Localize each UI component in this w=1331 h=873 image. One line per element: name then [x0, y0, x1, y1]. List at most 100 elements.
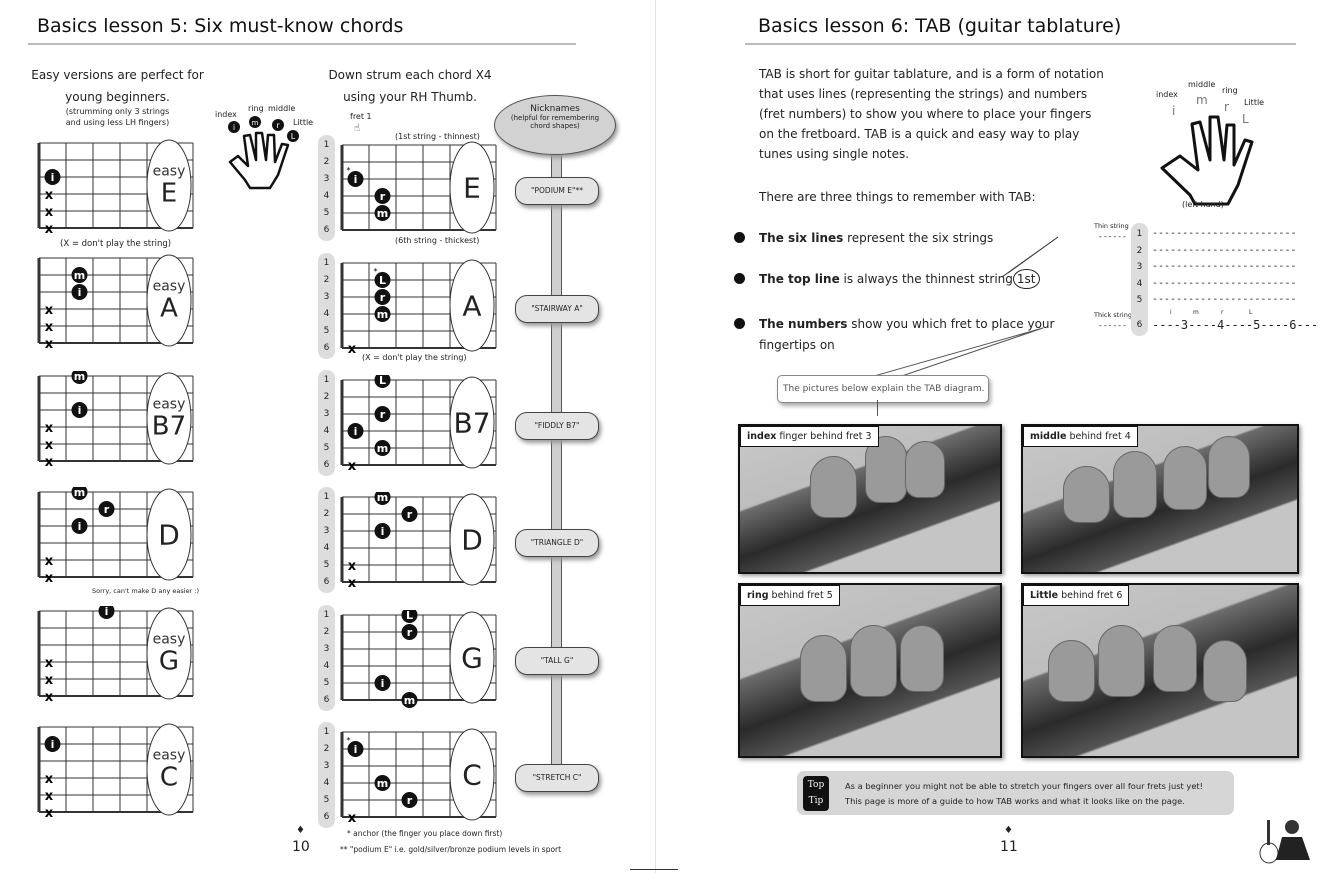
chord-name: E	[161, 179, 177, 209]
caption-bold: index	[747, 431, 777, 442]
string-number: 6	[323, 460, 330, 470]
string-number: 6	[323, 695, 330, 705]
easy-sub-1: (strumming only 3 strings	[65, 107, 170, 116]
tab-lines: ------------------------ ---------------…	[1152, 226, 1318, 333]
x-note: (X = don't play the string)	[60, 239, 172, 249]
svg-text:r: r	[407, 794, 413, 807]
guitarist-illustration	[1259, 820, 1310, 864]
svg-text:i: i	[78, 520, 82, 533]
muted-string-x: x	[45, 303, 54, 318]
muted-string-x: x	[45, 806, 54, 821]
bullet-top-line: The top line is always the thinnest stri…	[734, 269, 1040, 289]
hand-outline-icon	[1160, 115, 1254, 206]
page-number-right: 11	[1000, 839, 1018, 855]
letter-r: r	[1224, 100, 1229, 114]
callout-pointer	[1001, 236, 1059, 278]
string-number: 4	[323, 426, 330, 436]
string-number: 1	[323, 258, 330, 268]
tab-line: ------------------------	[1152, 261, 1297, 272]
chord-diagram-E: Ei*rm	[340, 141, 497, 234]
string-number: 2	[323, 744, 330, 754]
chord-name-oval	[146, 607, 192, 700]
string-number: 1	[323, 492, 330, 502]
svg-text:i: i	[51, 738, 55, 751]
caption-text: behind fret 5	[768, 590, 833, 601]
sixth-string-label: (6th string - thickest)	[395, 236, 480, 245]
string-number: 2	[1136, 245, 1143, 256]
tab-line: ------------------------	[1152, 277, 1297, 289]
footnote-anchor: * anchor (the finger you place down firs…	[347, 829, 503, 838]
easy-sub-2: and using less LH fingers)	[65, 118, 170, 127]
chord-name: G	[159, 647, 179, 677]
string-number: 6	[323, 225, 330, 235]
chord-name-oval	[146, 488, 192, 581]
bullet-bold: The numbers	[759, 317, 848, 331]
svg-text:m: m	[377, 442, 388, 455]
tab-line: ------------------------	[1152, 244, 1297, 256]
bullet-six-lines: The six lines represent the six strings	[734, 231, 993, 245]
finger-dot-L: L	[374, 372, 391, 388]
title-rule	[28, 43, 576, 45]
nickname-G: "TALL G"	[515, 647, 599, 675]
fret1-label: fret 1	[350, 112, 372, 121]
finger-dot-m: m	[374, 440, 391, 456]
finger-dot-m: m	[71, 368, 88, 384]
svg-text:m: m	[74, 269, 85, 282]
svg-text:L: L	[379, 375, 386, 387]
finger-dot-i: i	[71, 402, 88, 418]
string-number: 5	[323, 208, 330, 218]
thin-string-label: Thin string	[1094, 222, 1129, 230]
caption-bold: middle	[1030, 431, 1067, 442]
tab-finger-r: r	[1221, 309, 1224, 316]
svg-text:i: i	[51, 171, 55, 184]
chord-name: G	[461, 642, 483, 675]
d-note: Sorry, can't make D any easier :)	[92, 587, 200, 595]
svg-text:r: r	[276, 121, 280, 130]
muted-string-x: x	[45, 789, 54, 804]
string-number: 3	[323, 174, 330, 184]
svg-text:r: r	[104, 503, 110, 516]
strum-heading-1: Down strum each chord X4	[328, 68, 492, 82]
string-number: 4	[323, 778, 330, 788]
chord-name-oval	[146, 723, 192, 816]
easy-label: easy	[153, 748, 186, 764]
muted-string-x: x	[45, 438, 54, 453]
muted-string-x: x	[45, 690, 54, 705]
string-number: 1	[323, 140, 330, 150]
tip-line-1: As a beginner you might not be able to s…	[845, 781, 1204, 791]
string-number: 1	[1136, 229, 1143, 239]
finger-dot-L: L	[401, 607, 418, 623]
letter-L: L	[1242, 112, 1249, 126]
chord-diagram-A: AxL*rm	[340, 259, 497, 357]
nicknames-stem	[551, 140, 562, 780]
muted-string-x: x	[45, 320, 54, 335]
chord-name: D	[158, 519, 180, 552]
string-number: 4	[1136, 278, 1143, 289]
finger-dot-m: m	[374, 205, 391, 221]
svg-text:m: m	[252, 119, 259, 127]
string-number: 2	[323, 157, 330, 167]
nicknames-title: Nicknames	[530, 104, 580, 114]
tab-finger-i: i	[1170, 309, 1172, 316]
first-string-label: (1st string - thinnest)	[395, 132, 480, 141]
string-number: 4	[323, 309, 330, 319]
string-number: 4	[323, 191, 330, 201]
tip-line-2: This page is more of a guide to how TAB …	[845, 796, 1185, 806]
caption-text: behind fret 4	[1066, 431, 1131, 442]
string-number: 3	[323, 292, 330, 302]
guitar-pick-icon: ♦	[296, 825, 305, 836]
finger-dot-i: i	[44, 169, 61, 185]
title-rule-right	[745, 43, 1296, 45]
nickname-C: "STRETCH C"	[515, 764, 599, 792]
photo-little-fret6: Little behind fret 6	[1021, 583, 1299, 758]
